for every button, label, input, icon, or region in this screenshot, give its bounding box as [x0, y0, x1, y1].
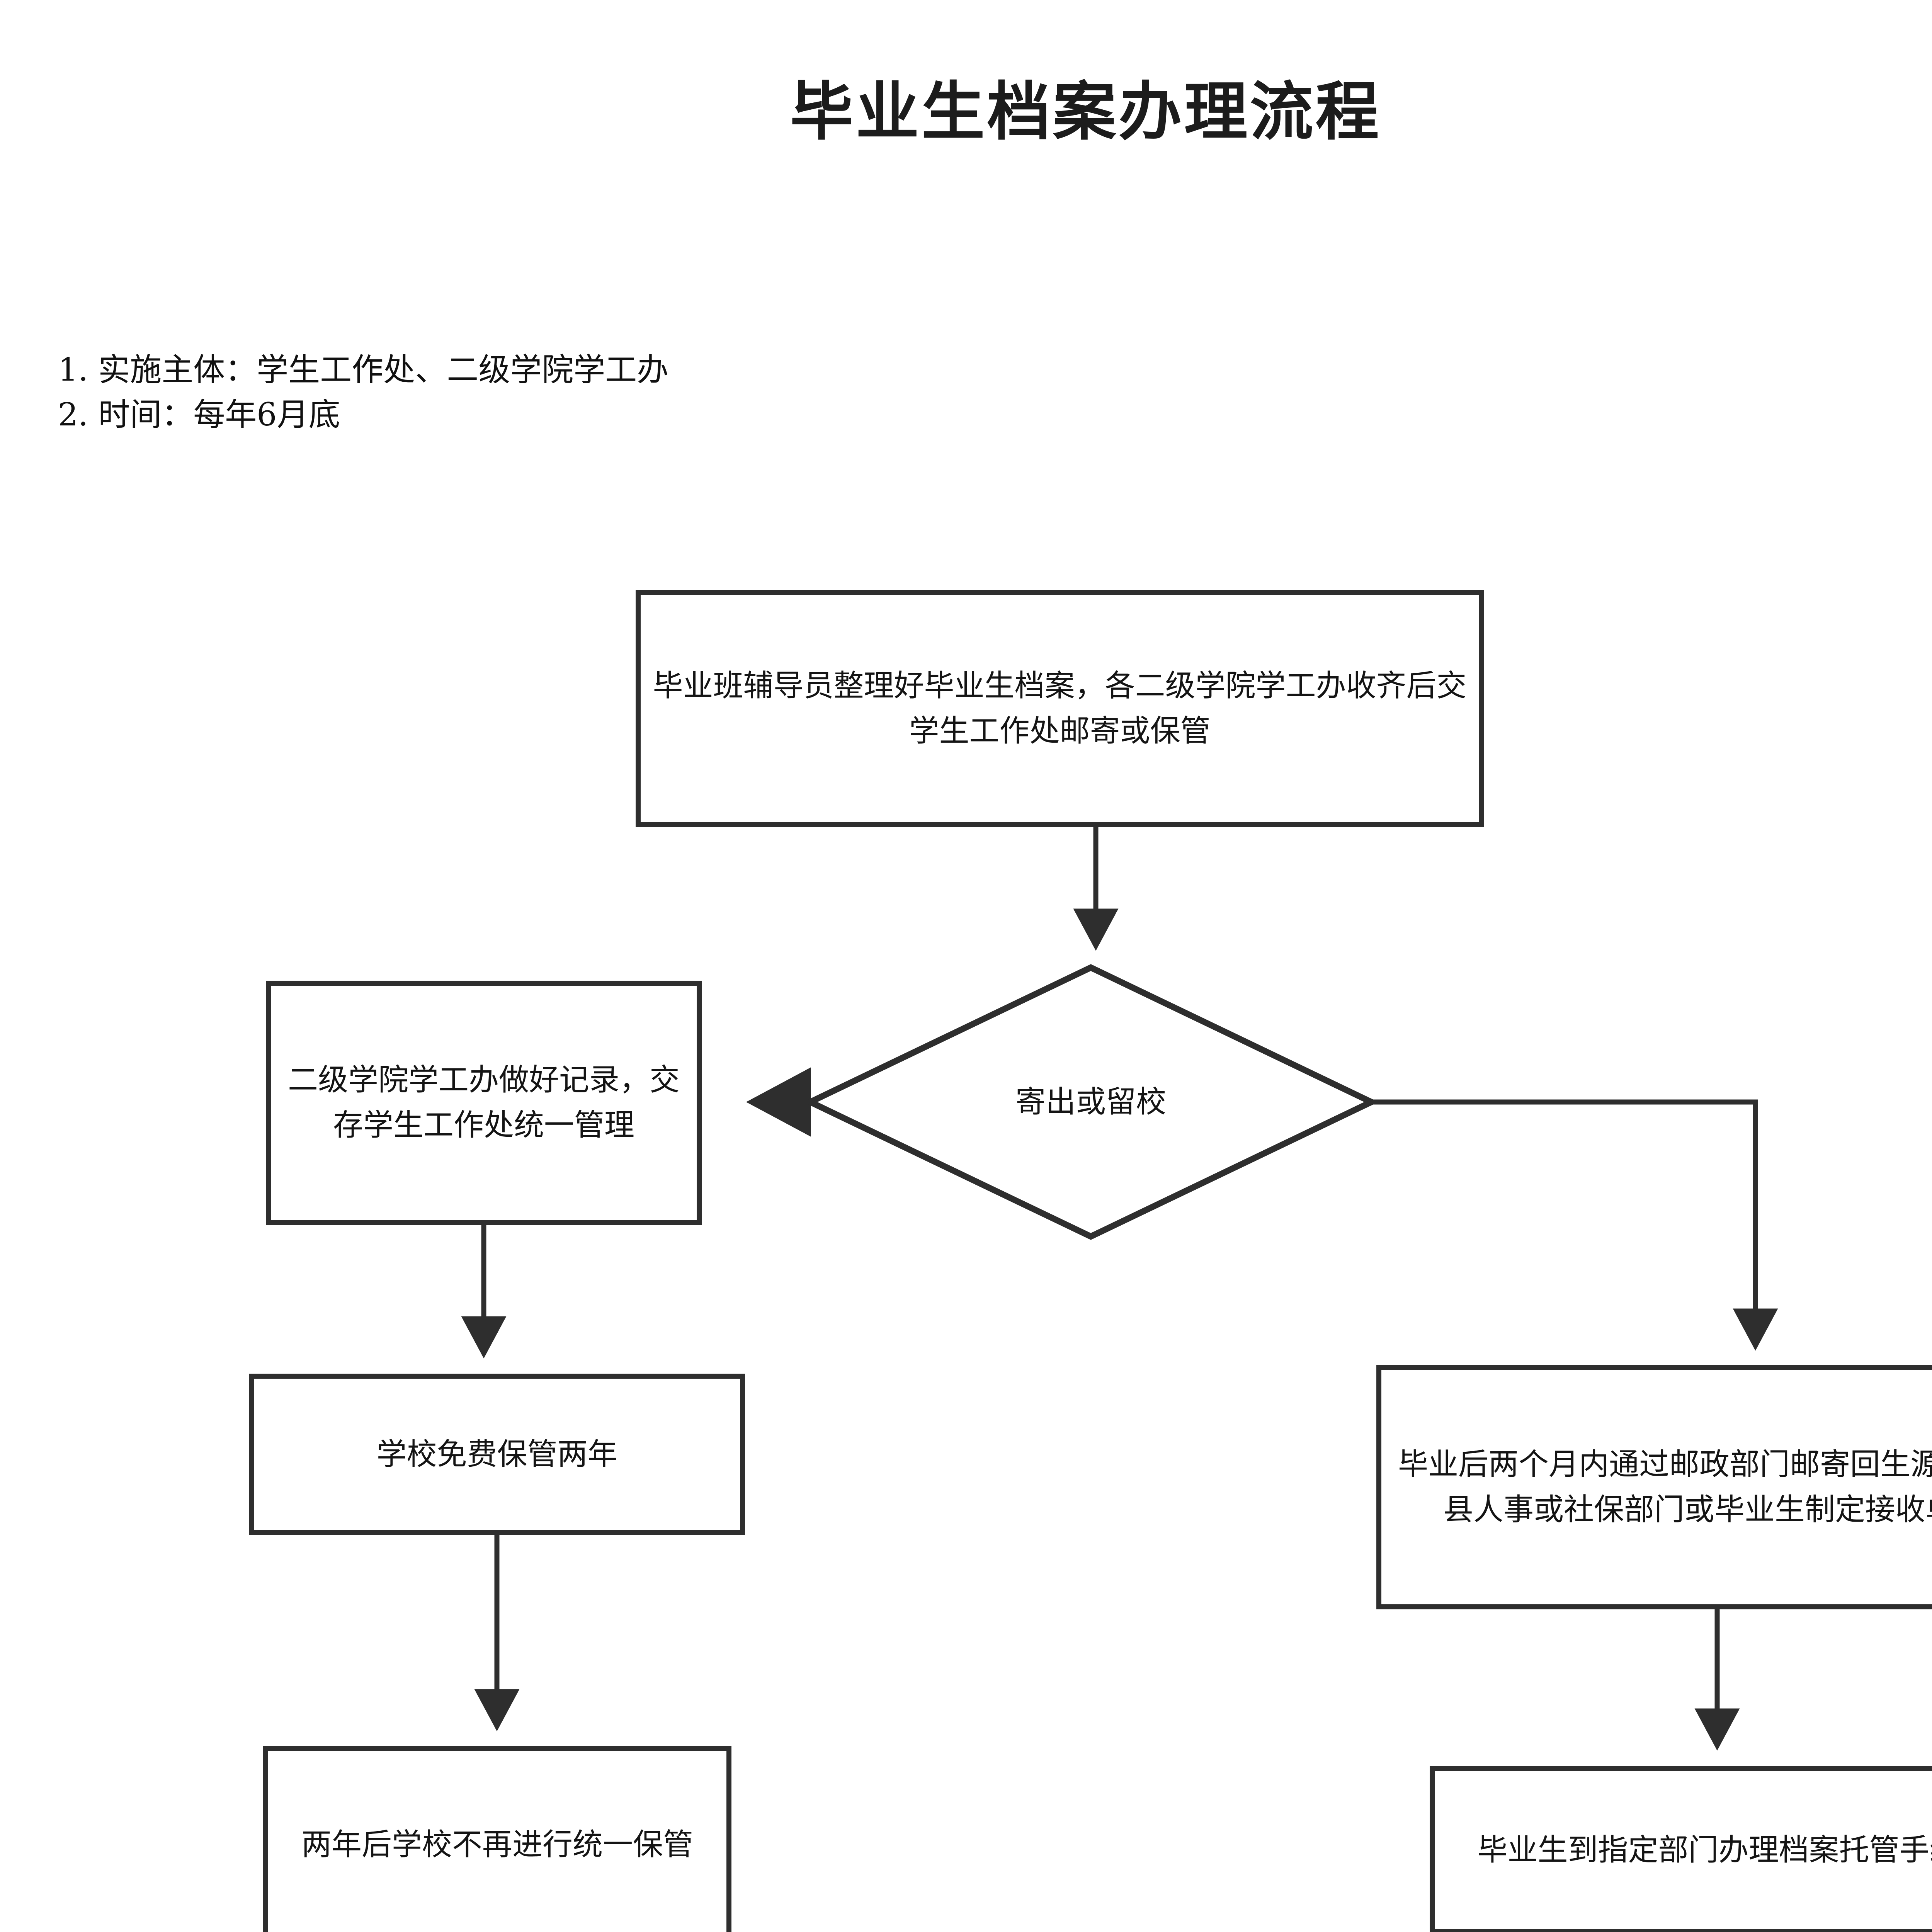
intro-note-1: 1. 实施主体：学生工作处、二级学院学工办 — [58, 352, 669, 388]
flow-node-n3[interactable]: 二级学院学工办做好记录，交存学生工作处统一管理 — [266, 981, 702, 1225]
flow-node-n5[interactable]: 两年后学校不再进行统一保管 — [263, 1746, 731, 1932]
flow-node-n4-label: 学校免费保管两年 — [376, 1437, 618, 1472]
diamond-shape — [807, 964, 1375, 1240]
flow-node-n3-label: 二级学院学工办做好记录，交存学生工作处统一管理 — [287, 1063, 680, 1143]
flow-node-n2[interactable]: 寄出或留校 — [807, 964, 1375, 1240]
flow-node-n7[interactable]: 毕业生到指定部门办理档案托管手续 — [1430, 1766, 1932, 1932]
flow-node-n6[interactable]: 毕业后两个月内通过邮政部门邮寄回生源地市、县人事或社保部门或毕业生制定接收单位 — [1376, 1365, 1932, 1609]
flow-node-n4[interactable]: 学校免费保管两年 — [249, 1374, 745, 1535]
intro-notes: 1. 实施主体：学生工作处、二级学院学工办 2. 时间：每年6月底 — [58, 348, 668, 438]
flow-node-n2-label: 寄出或留校 — [1015, 1084, 1166, 1119]
flow-node-n1[interactable]: 毕业班辅导员整理好毕业生档案，各二级学院学工办收齐后交学生工作处邮寄或保管 — [636, 590, 1484, 827]
flow-node-n7-label: 毕业生到指定部门办理档案托管手续 — [1477, 1832, 1932, 1867]
flow-node-n1-label: 毕业班辅导员整理好毕业生档案，各二级学院学工办收齐后交学生工作处邮寄或保管 — [653, 668, 1467, 748]
flow-node-n6-label: 毕业后两个月内通过邮政部门邮寄回生源地市、县人事或社保部门或毕业生制定接收单位 — [1398, 1447, 1932, 1527]
flow-node-n5-label: 两年后学校不再进行统一保管 — [301, 1827, 693, 1862]
intro-note-2: 2. 时间：每年6月底 — [58, 396, 340, 434]
edge-n2-n6 — [1373, 1099, 1778, 1351]
page-title: 毕业生档案办理流程 — [790, 75, 1381, 149]
